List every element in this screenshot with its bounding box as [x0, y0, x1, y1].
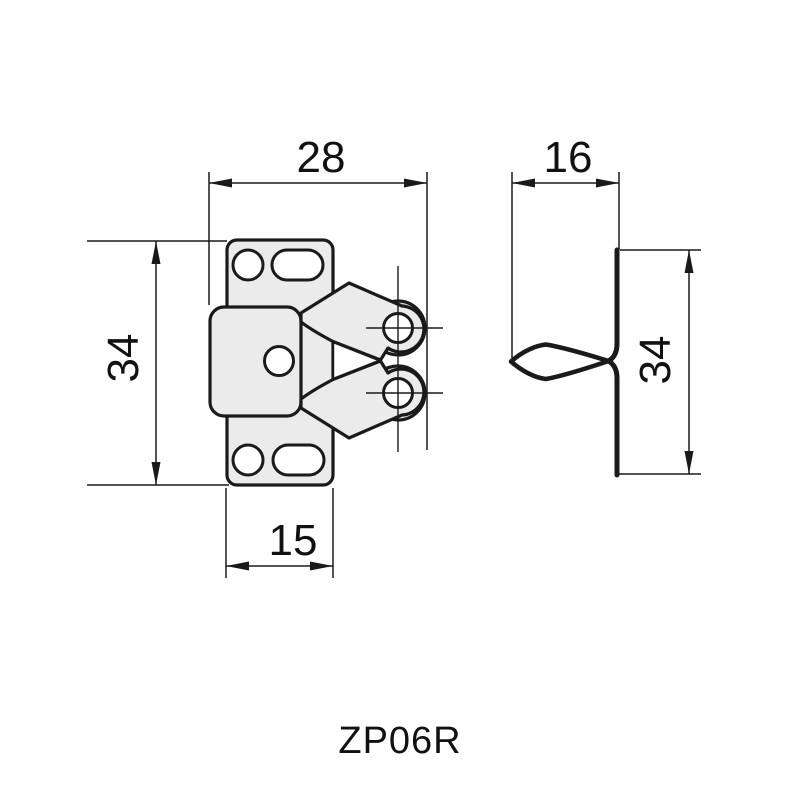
- side-view: [508, 247, 620, 478]
- dimension-plate-width: 15: [225, 488, 334, 578]
- arrowhead-up: [151, 241, 161, 264]
- part-code-label: ZP06R: [338, 720, 461, 762]
- front-view: [208, 238, 443, 487]
- body-screw-hole: [263, 345, 295, 377]
- arrowhead-left: [512, 178, 535, 188]
- arm-notch: [331, 340, 382, 381]
- plate-bottom-round-hole: [231, 443, 265, 477]
- roller-centerlines: [366, 266, 443, 452]
- arrowhead-down: [151, 462, 161, 485]
- side-roller-profile: [508, 342, 611, 382]
- dimension-side-height: 34: [618, 249, 701, 475]
- arrowhead-up: [684, 250, 694, 273]
- arrowhead-down: [684, 451, 694, 474]
- plate-top-round-hole: [231, 248, 265, 282]
- dimension-front-height: 34: [87, 240, 229, 486]
- arrowhead-left: [226, 561, 249, 571]
- dim-label-front-width: 28: [297, 133, 346, 182]
- dim-label-plate-width: 15: [269, 516, 318, 565]
- arrowhead-right: [596, 178, 619, 188]
- dim-label-side-height: 34: [631, 336, 680, 385]
- dimension-front-width: 28: [208, 133, 428, 450]
- plate-top-slot-hole: [270, 248, 325, 282]
- arrowhead-right: [404, 178, 427, 188]
- plate-bottom-slot-hole: [271, 443, 326, 477]
- dimension-side-depth: 16: [511, 133, 620, 358]
- dim-label-front-height: 34: [99, 334, 148, 383]
- arrowhead-right: [310, 561, 333, 571]
- arrowhead-left: [209, 178, 232, 188]
- catch-body: [208, 305, 303, 418]
- dim-label-side-depth: 16: [544, 133, 593, 182]
